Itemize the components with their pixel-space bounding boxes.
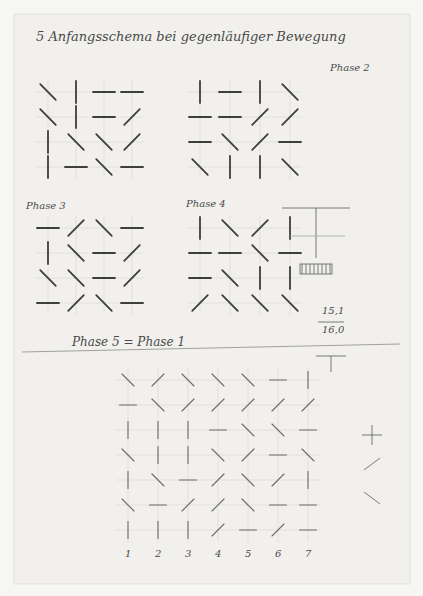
segment-grid: [116, 368, 320, 542]
phase-label: 15,1: [322, 305, 344, 316]
phase-label: Phase 5 = Phase 1: [72, 336, 185, 349]
phase-label: 16,0: [322, 324, 344, 335]
column-number: 2: [155, 548, 161, 559]
column-number: 5: [245, 548, 251, 559]
paper-sheet: [14, 14, 410, 584]
segment-grid: [36, 216, 144, 315]
column-number: 6: [275, 548, 281, 559]
column-number: 7: [305, 548, 311, 559]
column-number: 3: [185, 548, 191, 559]
phase-label: Phase 2: [330, 62, 370, 73]
sheet-title: 5 Anfangsschema bei gegenläufiger Bewegu…: [36, 30, 346, 44]
side-sketch: [282, 208, 382, 504]
segment-grid: [188, 80, 302, 179]
phase-label: Phase 4: [186, 198, 226, 209]
column-number: 1: [125, 548, 131, 559]
column-number: 4: [215, 548, 221, 559]
phase-label: Phase 3: [26, 200, 66, 211]
segment-grid: [188, 216, 302, 315]
segment-grid: [36, 80, 144, 179]
